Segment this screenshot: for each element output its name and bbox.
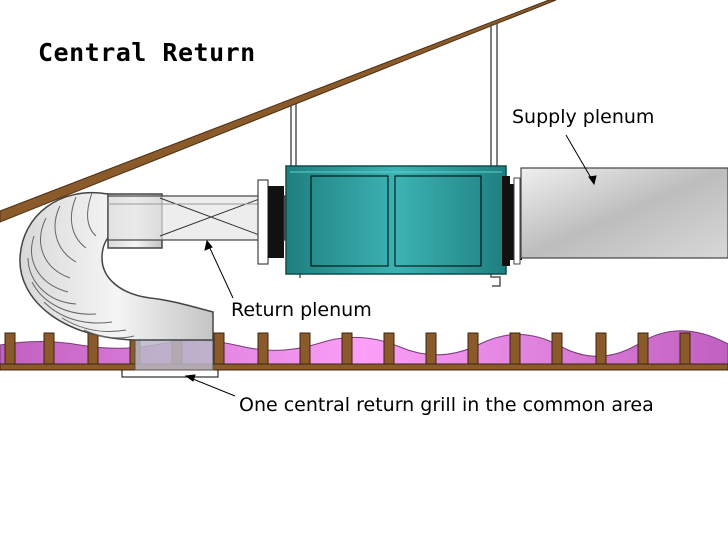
grill-label: One central return grill in the common a… — [239, 394, 654, 416]
supply-plenum-label: Supply plenum — [512, 106, 655, 128]
roof-rafter — [0, 0, 557, 223]
return-plenum-label: Return plenum — [231, 299, 372, 321]
return-flange — [257, 179, 291, 265]
air-handler — [285, 165, 507, 275]
ceiling-board — [0, 363, 728, 371]
leader-lines — [184, 134, 597, 397]
diagram-title: Central Return — [38, 38, 256, 67]
supply-flange — [502, 176, 522, 266]
supply-plenum-duct — [520, 167, 728, 259]
